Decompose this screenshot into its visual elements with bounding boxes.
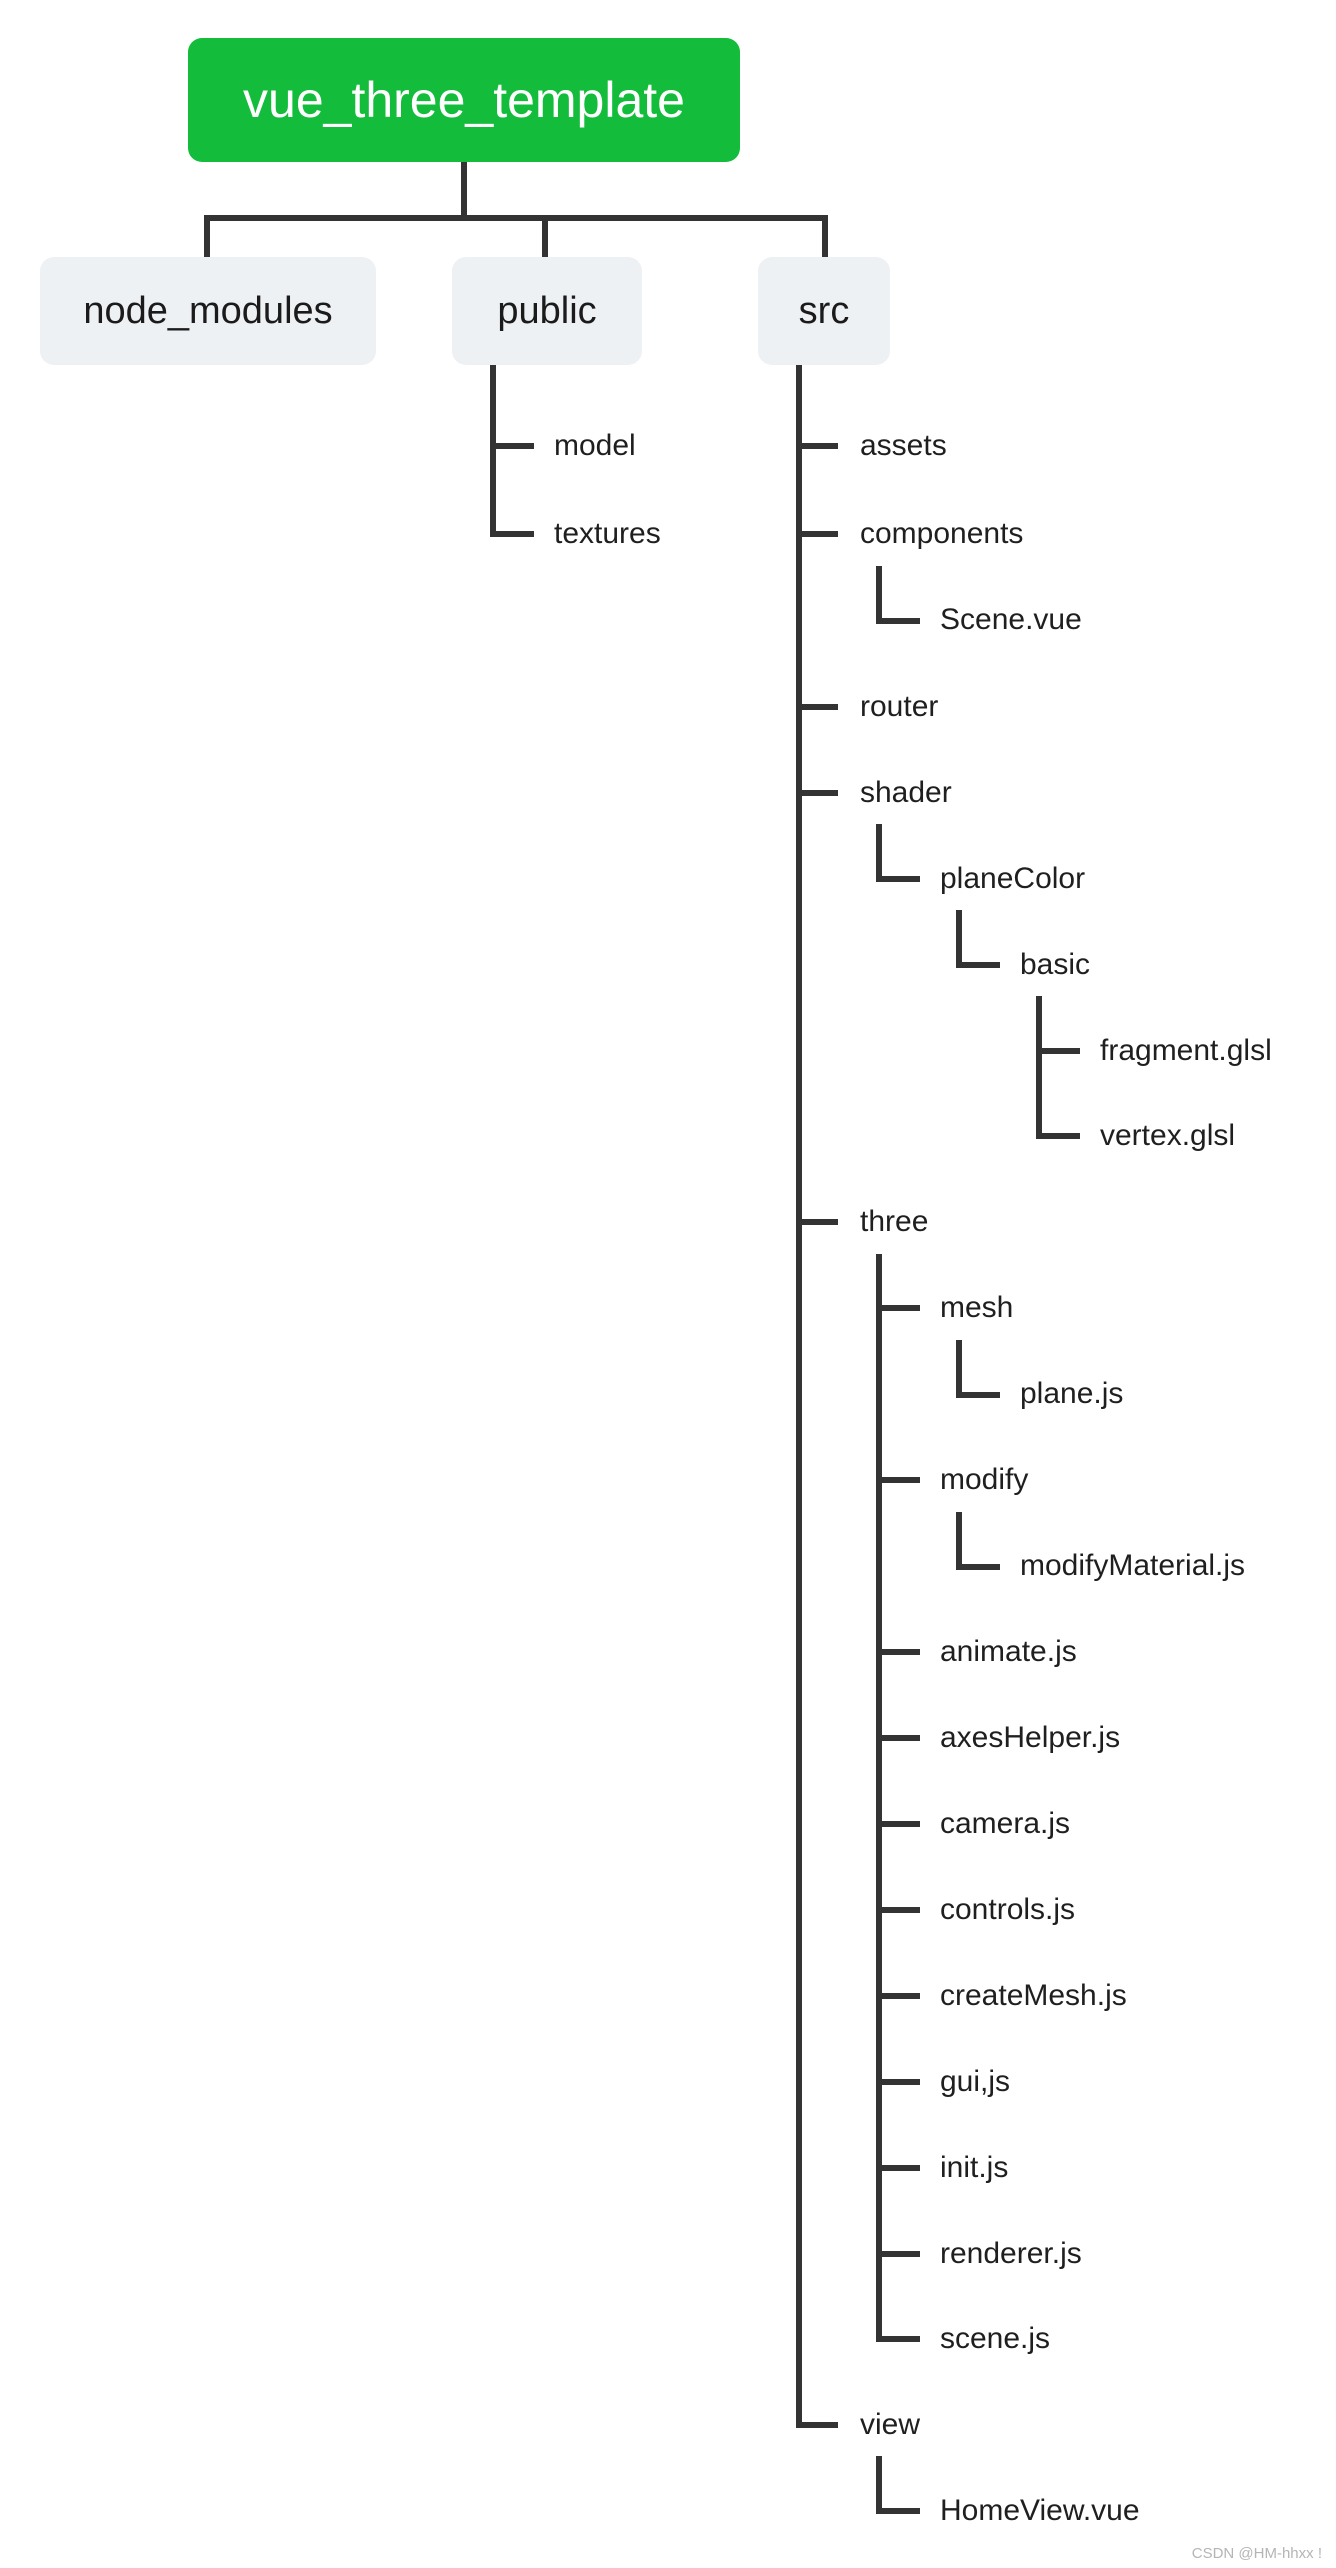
three-item-scene-js: scene.js [940, 2322, 1051, 2355]
src-item-assets: assets [860, 429, 947, 462]
basic-tick-vertex [1036, 1133, 1080, 1139]
src-item-shader: shader [860, 776, 952, 809]
src-item-router: router [860, 690, 939, 723]
planecolor-tick-basic [956, 962, 1000, 968]
three-tick-camera [876, 1821, 920, 1827]
three-item-renderer-js: renderer.js [940, 2237, 1082, 2270]
src-item-three: three [860, 1205, 929, 1238]
modify-item-modifymaterial-js: modifyMaterial.js [1020, 1549, 1246, 1582]
three-tick-scene [876, 2336, 920, 2342]
view-trunk [876, 2456, 882, 2514]
connector-node-modules [204, 215, 210, 259]
shader-tick-planecolor [876, 876, 920, 882]
components-trunk [876, 566, 882, 624]
public-item-model: model [554, 429, 636, 462]
three-item-camera-js: camera.js [940, 1807, 1071, 1840]
view-item-homeview-vue: HomeView.vue [940, 2494, 1140, 2527]
modify-trunk [956, 1512, 962, 1570]
three-item-mesh: mesh [940, 1291, 1014, 1324]
root-node: vue_three_template [188, 38, 740, 162]
src-trunk [796, 365, 802, 2428]
three-tick-animate [876, 1649, 920, 1655]
planecolor-item-basic: basic [1020, 948, 1091, 981]
three-tick-init [876, 2165, 920, 2171]
src-tick-three [796, 1219, 838, 1225]
three-item-axeshelper-js: axesHelper.js [940, 1721, 1121, 1754]
connector-public [542, 215, 548, 259]
branch-src: src [758, 257, 890, 365]
three-item-modify: modify [940, 1463, 1029, 1496]
root-connector-bar [204, 215, 828, 221]
mesh-trunk [956, 1340, 962, 1398]
three-tick-gui [876, 2079, 920, 2085]
public-tick-model [490, 443, 534, 449]
modify-tick-modifymaterial [956, 1564, 1000, 1570]
branch-public-label: public [497, 289, 597, 332]
planecolor-trunk [956, 910, 962, 968]
three-tick-axeshelper [876, 1735, 920, 1741]
components-tick-scene [876, 618, 920, 624]
three-tick-controls [876, 1907, 920, 1913]
connector-src [822, 215, 828, 259]
mesh-item-plane-js: plane.js [1020, 1377, 1124, 1410]
shader-item-planecolor: planeColor [940, 862, 1086, 895]
src-tick-assets [796, 443, 838, 449]
three-item-animate-js: animate.js [940, 1635, 1077, 1668]
shader-trunk [876, 824, 882, 882]
watermark: CSDN @HM-hhxx ! [1191, 2545, 1322, 2562]
three-tick-createmesh [876, 1993, 920, 1999]
public-item-textures: textures [554, 517, 661, 550]
mesh-tick-plane [956, 1392, 1000, 1398]
three-item-controls-js: controls.js [940, 1893, 1076, 1926]
branch-src-label: src [798, 289, 850, 332]
components-item-scene-vue: Scene.vue [940, 603, 1082, 636]
three-tick-renderer [876, 2251, 920, 2257]
basic-item-fragment-glsl: fragment.glsl [1100, 1034, 1272, 1067]
public-trunk [490, 365, 496, 537]
src-tick-shader [796, 790, 838, 796]
three-item-init-js: init.js [940, 2151, 1009, 2184]
branch-node-modules-label: node_modules [83, 289, 333, 332]
three-item-createmesh-js: createMesh.js [940, 1979, 1127, 2012]
src-item-view: view [860, 2408, 921, 2441]
basic-item-vertex-glsl: vertex.glsl [1100, 1119, 1236, 1152]
view-tick-homeview [876, 2508, 920, 2514]
basic-tick-fragment [1036, 1048, 1080, 1054]
src-tick-view [796, 2422, 838, 2428]
three-tick-modify [876, 1477, 920, 1483]
src-item-components: components [860, 517, 1024, 550]
root-connector-trunk [461, 162, 467, 218]
three-tick-mesh [876, 1305, 920, 1311]
branch-public: public [452, 257, 642, 365]
branch-node-modules: node_modules [40, 257, 376, 365]
src-tick-components [796, 531, 838, 537]
three-trunk [876, 1254, 882, 2342]
src-tick-router [796, 704, 838, 710]
root-node-label: vue_three_template [243, 72, 685, 128]
three-item-gui-js: gui,js [940, 2065, 1011, 2098]
basic-trunk [1036, 996, 1042, 1139]
public-tick-textures [490, 531, 534, 537]
